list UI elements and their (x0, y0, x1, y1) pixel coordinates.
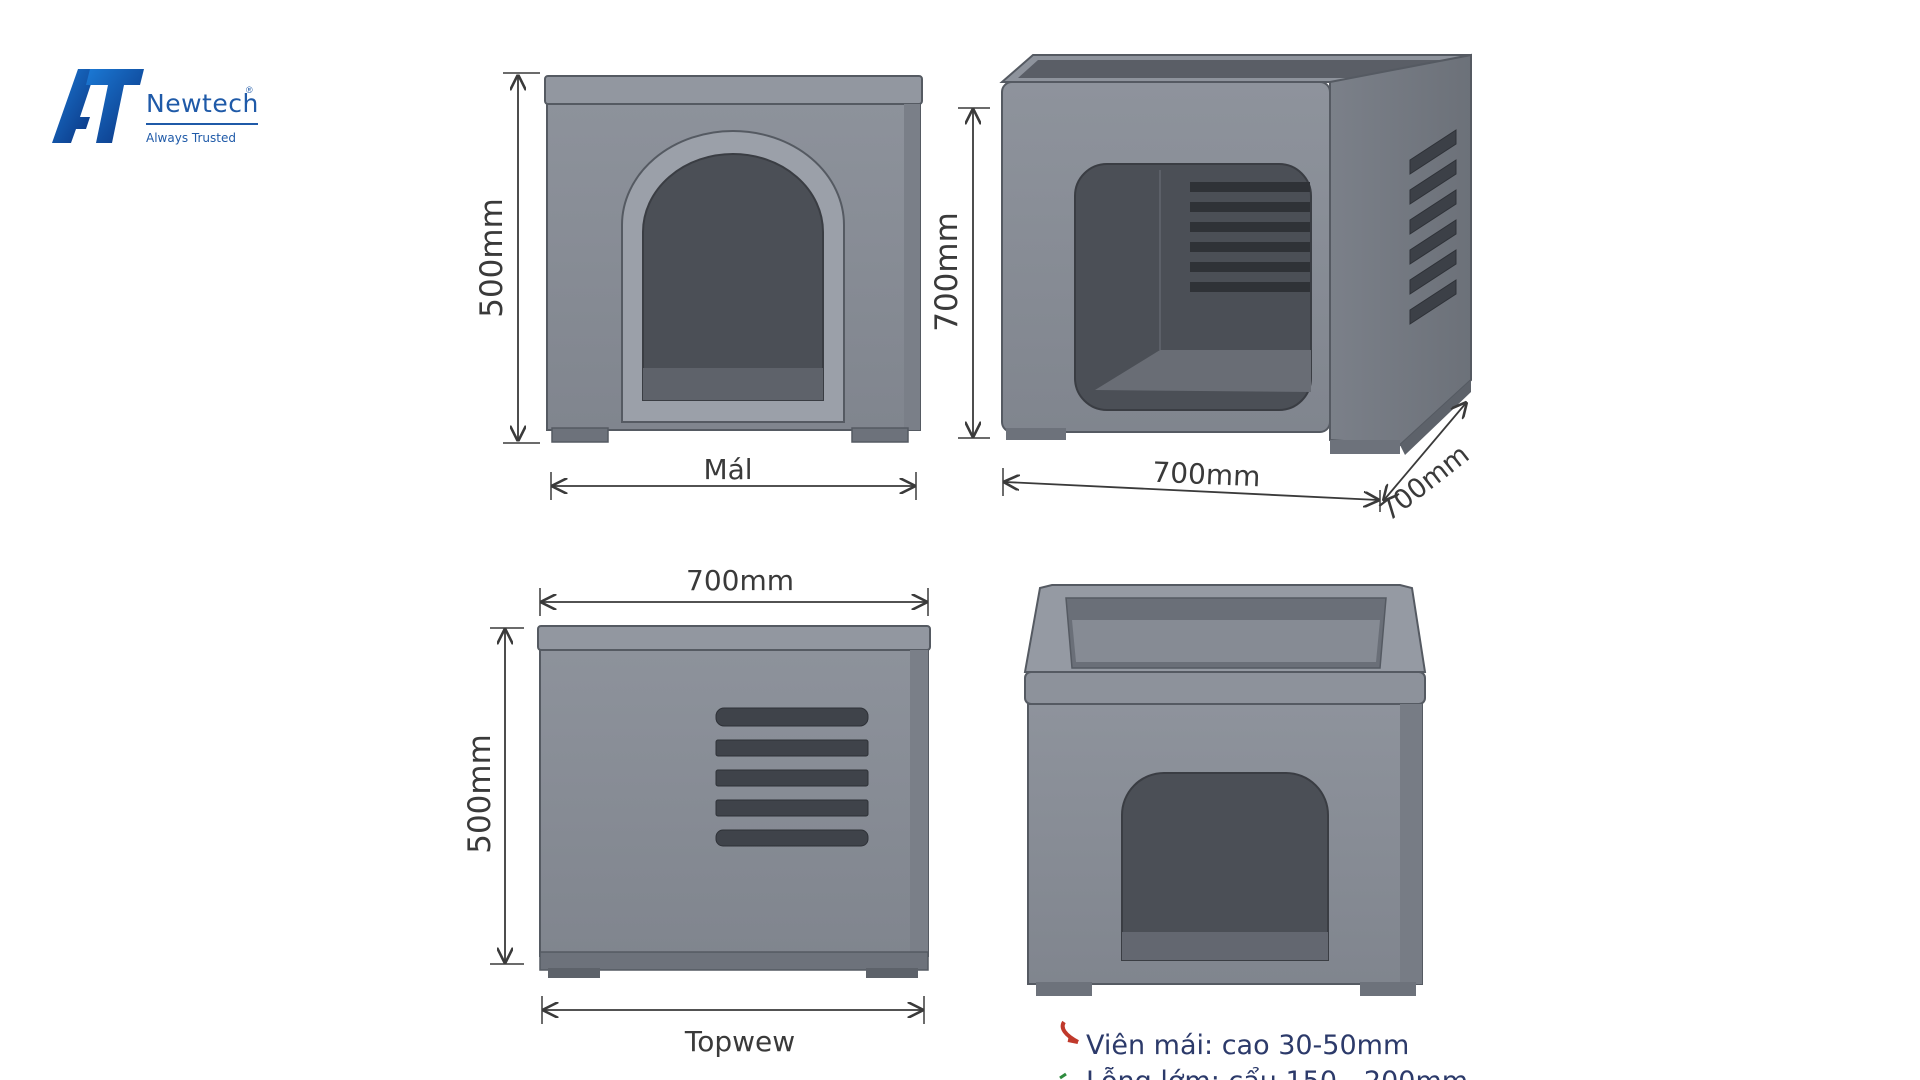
persp-depth-dimension (1384, 403, 1466, 500)
front-view: 500mm Mál (474, 72, 923, 500)
side-base (539, 951, 929, 971)
topview-lip (1024, 671, 1426, 705)
front-foot-right (851, 427, 909, 443)
side-caption: Topwew (684, 1025, 795, 1058)
topview-door-opening (1121, 772, 1329, 961)
front-width-label: Mál (703, 453, 752, 486)
side-height-label: 500mm (462, 734, 498, 854)
persp-width-label: 700mm (1152, 456, 1261, 494)
side-width-label: 700mm (686, 564, 794, 597)
side-foot-left (548, 968, 600, 978)
persp-width-dimension (1005, 482, 1378, 500)
registered-mark: ® (246, 85, 253, 95)
top-perspective-view: Viên mái: cao 30-50mm Lỗng lớm: cẩu 150 … (1023, 584, 1468, 1080)
topview-door-floor (1122, 932, 1328, 960)
front-foot-left (551, 427, 609, 443)
logo-brand-name: Newtech (146, 89, 259, 118)
front-lid (544, 75, 923, 105)
front-door-opening (642, 153, 824, 401)
persp-door-floor (1095, 350, 1311, 392)
topview-foot-left (1036, 982, 1092, 996)
persp-foot-right (1330, 440, 1400, 454)
opening-note: Lỗng lớm: cẩu 150 - 200mm (1086, 1066, 1468, 1080)
side-vent-slats (715, 707, 869, 847)
roof-note: Viên mái: cao 30-50mm (1086, 1030, 1409, 1061)
persp-foot-left (1006, 428, 1066, 440)
persp-side-face (1329, 53, 1472, 447)
side-view: 700mm 500mm Topwew (462, 564, 931, 1058)
side-body (539, 627, 929, 957)
logo-tagline: Always Trusted (146, 131, 236, 145)
note-check-icon (1059, 1072, 1067, 1080)
at-logo-icon (52, 69, 144, 143)
topview-side-edge (1400, 704, 1422, 984)
perspective-view: 700mm 700mm 700mm (929, 53, 1475, 528)
front-side-edge (904, 104, 920, 430)
topview-recess-floor (1072, 620, 1380, 662)
persp-inner-vents (1190, 182, 1310, 292)
front-door-floor (643, 368, 823, 400)
topview-foot-right (1360, 982, 1416, 996)
persp-top-recess (1018, 60, 1466, 78)
side-edge (910, 650, 928, 956)
persp-height-label: 700mm (929, 212, 965, 332)
newtech-logo: Newtech ® Always Trusted (50, 65, 260, 155)
logo-divider (146, 123, 258, 125)
side-foot-right (866, 968, 918, 978)
persp-side-vents (1409, 129, 1457, 325)
side-lid (537, 625, 931, 651)
front-height-label: 500mm (474, 198, 510, 318)
